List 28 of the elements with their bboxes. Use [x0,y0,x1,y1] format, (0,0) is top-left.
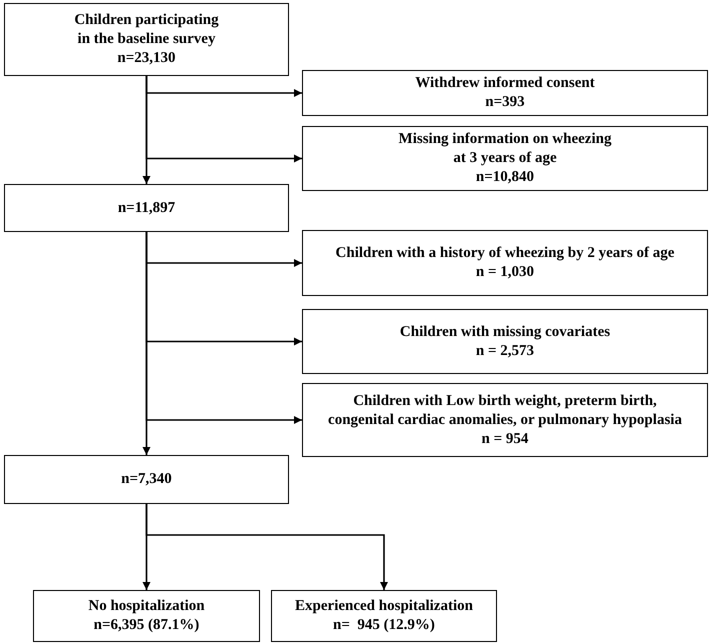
exclusion-box [302,383,708,457]
count-text: n = 1,030 [476,263,534,282]
arrow [146,504,388,590]
count-text: n = 954 [482,430,528,448]
box-heading: Withdrew informed consent [415,74,595,93]
process-box [271,590,497,642]
exclusion-box [302,309,708,374]
box-heading: Experienced hospitalization [295,597,473,616]
box-heading: Children with a history of wheezing by 2 years of age [336,244,674,263]
count-text: n=7,340 [121,470,172,489]
process-box [4,3,289,76]
count-text: n=10,840 [476,168,534,187]
exclusion-box [302,230,708,296]
count-text: n=11,897 [118,198,176,218]
count-text: n = 2,573 [476,342,534,360]
count-text: n= 945 (12.9%) [333,616,435,635]
arrow [146,76,302,162]
process-box [4,184,289,232]
box-heading: Children with missing covariates [400,322,610,342]
exclusion-box [302,70,708,116]
process-box [4,455,289,504]
count-text: n=6,395 (87.1%) [94,616,200,635]
box-heading: No hospitalization [88,597,205,616]
count-text: n=23,130 [117,49,176,68]
process-box [33,590,260,642]
exclusion-box [302,126,708,191]
arrow [146,232,302,424]
count-text: n=393 [485,93,525,112]
